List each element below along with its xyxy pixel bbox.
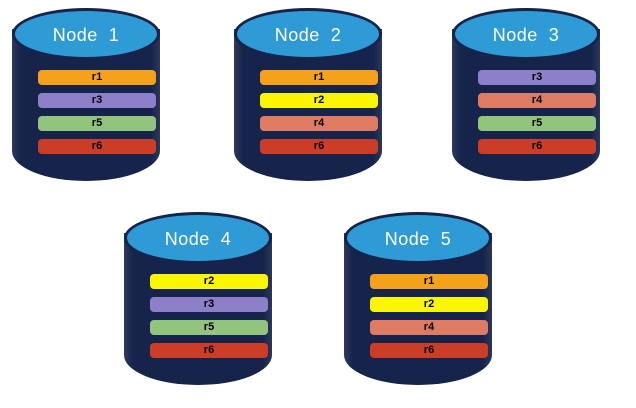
replica-label: r6: [531, 140, 543, 152]
replica-label: r1: [423, 275, 435, 287]
replica-bar-r4: r4: [478, 93, 596, 108]
node-cylinder-5: Node 5 r1 r2 r4 r6: [344, 212, 492, 394]
replica-label: r6: [203, 344, 215, 356]
replica-list: r3 r4 r5 r6: [478, 70, 596, 154]
replica-label: r1: [91, 71, 103, 83]
replica-bar-r4: r4: [370, 320, 488, 335]
replica-bar-r5: r5: [38, 116, 156, 131]
node-label: Node 3: [492, 25, 560, 45]
replica-bar-r1: r1: [370, 274, 488, 289]
replica-label: r3: [91, 94, 103, 106]
replica-list: r1 r2 r4 r6: [370, 274, 488, 358]
replica-label: r2: [423, 298, 435, 310]
replica-label: r6: [313, 140, 325, 152]
replica-label: r5: [531, 117, 543, 129]
cylinder-top-ellipse: Node 1: [12, 8, 160, 60]
node-cylinder-3: Node 3 r3 r4 r5 r6: [452, 8, 600, 190]
replica-label: r4: [531, 94, 543, 106]
replica-bar-r6: r6: [370, 343, 488, 358]
replica-bar-r6: r6: [260, 139, 378, 154]
replica-bar-r6: r6: [38, 139, 156, 154]
replica-label: r1: [313, 71, 325, 83]
replica-bar-r2: r2: [150, 274, 268, 289]
node-label: Node 2: [274, 25, 342, 45]
replica-label: r4: [313, 117, 325, 129]
replica-bar-r4: r4: [260, 116, 378, 131]
replica-bar-r5: r5: [478, 116, 596, 131]
cylinder-top-ellipse: Node 2: [234, 8, 382, 60]
replica-label: r2: [313, 94, 325, 106]
replica-bar-r2: r2: [370, 297, 488, 312]
replica-label: r3: [531, 71, 543, 83]
replica-bar-r3: r3: [150, 297, 268, 312]
replica-bar-r6: r6: [478, 139, 596, 154]
cylinder-top-ellipse: Node 5: [344, 212, 492, 264]
replica-list: r1 r3 r5 r6: [38, 70, 156, 154]
replica-list: r2 r3 r5 r6: [150, 274, 268, 358]
node-cylinder-4: Node 4 r2 r3 r5 r6: [124, 212, 272, 394]
node-label: Node 1: [52, 25, 120, 45]
replica-bar-r3: r3: [478, 70, 596, 85]
replica-label: r5: [203, 321, 215, 333]
replica-bar-r5: r5: [150, 320, 268, 335]
replica-bar-r1: r1: [38, 70, 156, 85]
node-label: Node 5: [384, 229, 452, 249]
replica-label: r3: [203, 298, 215, 310]
replica-label: r2: [203, 275, 215, 287]
replica-label: r6: [91, 140, 103, 152]
node-cylinder-1: Node 1 r1 r3 r5 r6: [12, 8, 160, 190]
node-label: Node 4: [164, 229, 232, 249]
replica-bar-r2: r2: [260, 93, 378, 108]
replica-bar-r3: r3: [38, 93, 156, 108]
cylinder-top-ellipse: Node 3: [452, 8, 600, 60]
replica-label: r6: [423, 344, 435, 356]
replica-label: r5: [91, 117, 103, 129]
replica-list: r1 r2 r4 r6: [260, 70, 378, 154]
cylinder-top-ellipse: Node 4: [124, 212, 272, 264]
replica-label: r4: [423, 321, 435, 333]
replica-bar-r1: r1: [260, 70, 378, 85]
node-cylinder-2: Node 2 r1 r2 r4 r6: [234, 8, 382, 190]
replica-bar-r6: r6: [150, 343, 268, 358]
